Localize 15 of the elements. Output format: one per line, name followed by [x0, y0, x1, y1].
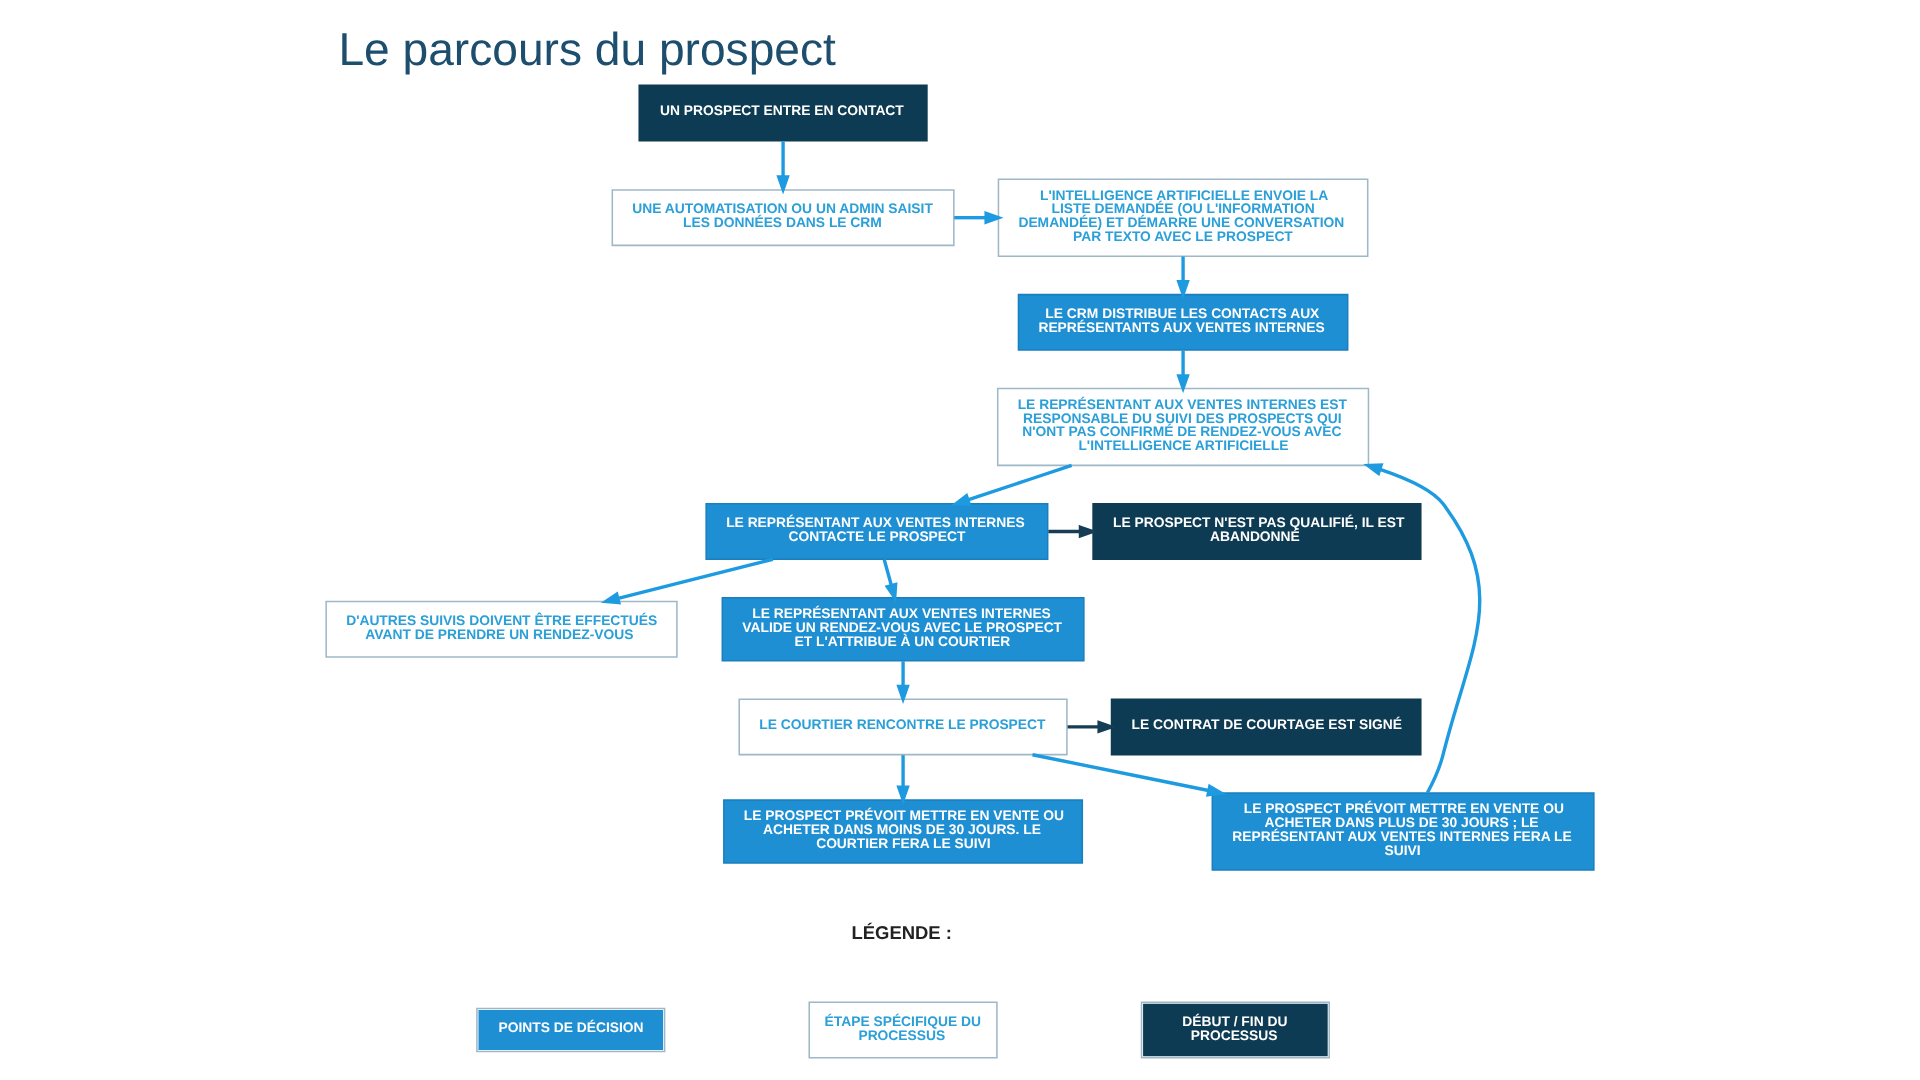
arrow [1176, 350, 1190, 394]
arrow [1363, 463, 1482, 794]
arrow [896, 661, 910, 704]
arrow [896, 755, 910, 805]
arrow [1067, 720, 1117, 734]
arrow [951, 463, 1073, 506]
arrow [882, 559, 898, 603]
label: LÉGENDE : [851, 923, 952, 944]
arrow [1032, 753, 1226, 797]
arrow [1176, 256, 1190, 300]
diagram-title: Le parcours du prospect [338, 23, 836, 76]
arrow [1048, 524, 1098, 539]
arrow [776, 141, 790, 195]
arrow [954, 211, 1004, 225]
arrow [600, 557, 774, 605]
